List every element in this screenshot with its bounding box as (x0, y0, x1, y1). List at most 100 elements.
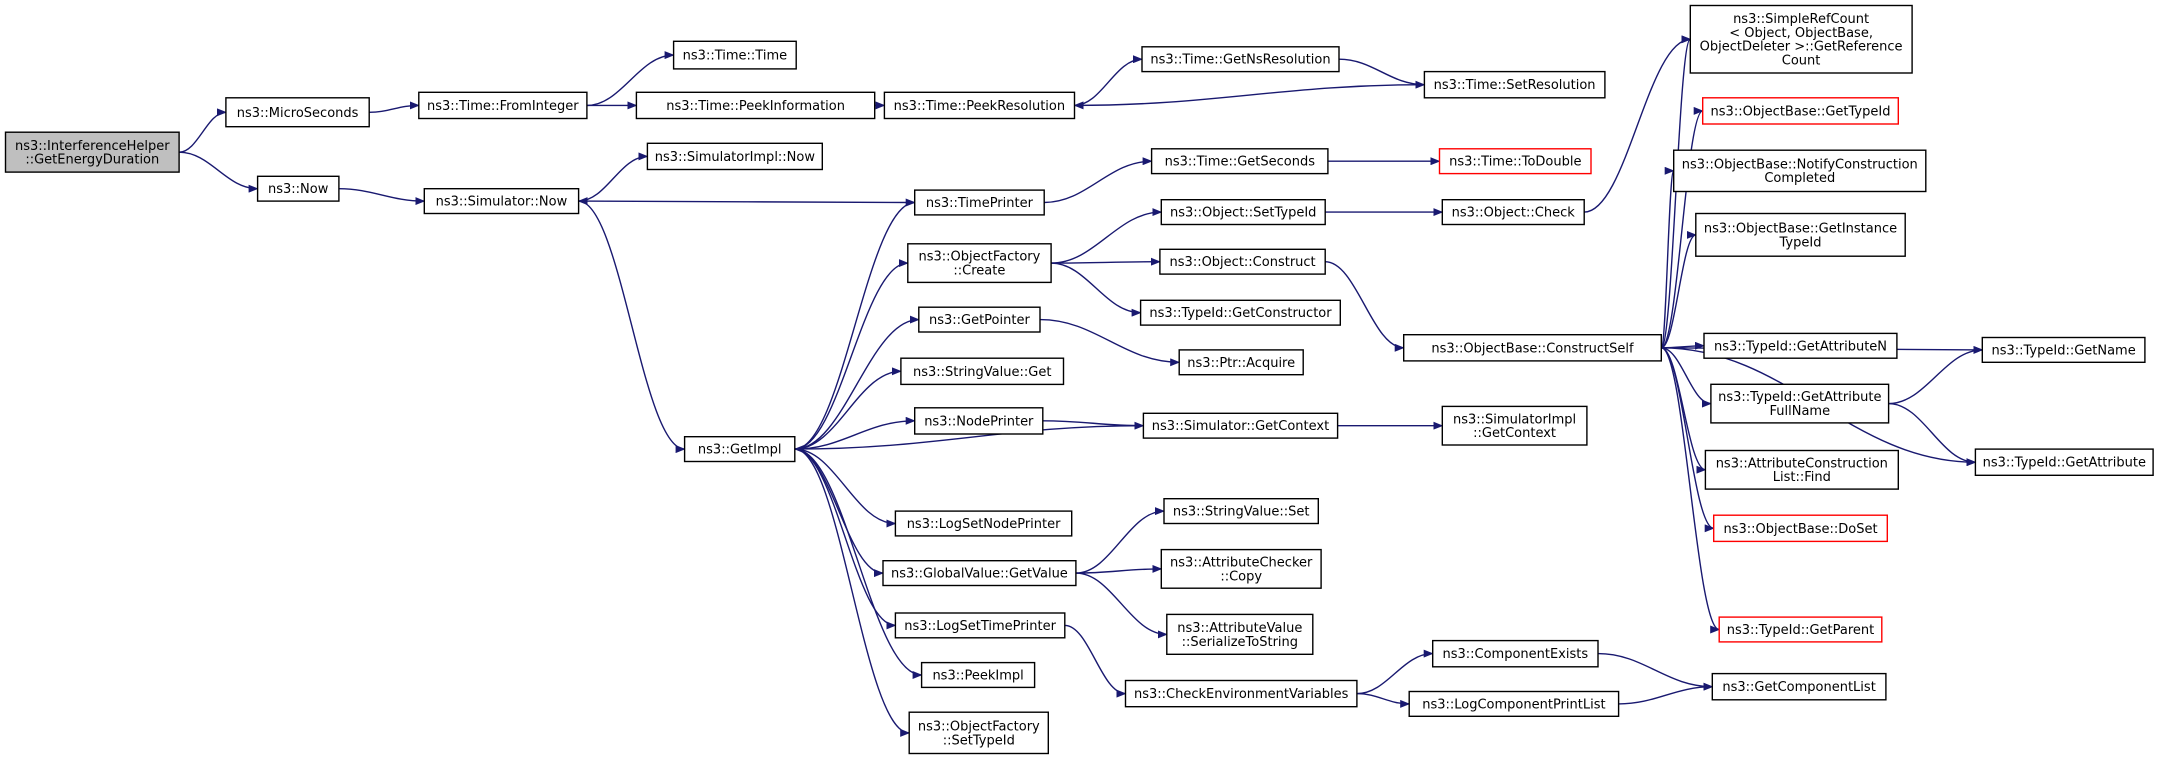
node-obgettype[interactable]: ns3::ObjectBase::GetTypeId (1701, 97, 1899, 125)
node-getattrn-label: ns3::TypeId::GetAttributeN (1714, 339, 1887, 354)
node-notify[interactable]: ns3::ObjectBase::NotifyConstructionCompl… (1672, 149, 1927, 193)
node-getimpl-label: ns3::GetImpl (698, 443, 782, 458)
node-getctor[interactable]: ns3::TypeId::GetConstructor (1139, 299, 1341, 326)
node-simnow-box (423, 187, 580, 215)
edge-checkenv-to-compexists (1356, 649, 1434, 695)
edge-compexists-to-getcomplist (1597, 652, 1714, 691)
node-setid[interactable]: ns3::Object::SetTypeId (1160, 198, 1326, 226)
node-micro-label: ns3::MicroSeconds (237, 106, 359, 121)
node-simnow[interactable]: ns3::Simulator::Now (423, 187, 580, 215)
edge-timeprinter-to-getseconds (1044, 157, 1153, 204)
node-getnsres[interactable]: ns3::Time::GetNsResolution (1141, 46, 1340, 73)
node-ofsettype-label: ::SetTypeId (943, 733, 1015, 748)
node-timeprinter-box (914, 189, 1045, 216)
node-ofcreate-label: ns3::ObjectFactory (918, 250, 1040, 265)
nodes-layer: ns3::InterferenceHelper::GetEnergyDurati… (4, 4, 2154, 755)
node-implnow[interactable]: ns3::SimulatorImpl::Now (646, 142, 824, 171)
edge-root-to-micro (178, 108, 227, 153)
node-gvget[interactable]: ns3::GlobalValue::GetValue (882, 560, 1077, 587)
node-peekimpl[interactable]: ns3::PeekImpl (920, 661, 1036, 689)
node-todouble[interactable]: ns3::Time::ToDouble (1438, 148, 1592, 175)
node-getcontext-box (1142, 412, 1339, 439)
node-implnow-label: ns3::SimulatorImpl::Now (655, 150, 816, 165)
node-nodeprinter-label: ns3::NodePrinter (924, 414, 1034, 429)
node-nodeprinter[interactable]: ns3::NodePrinter (914, 407, 1044, 435)
node-timetime[interactable]: ns3::Time::Time (672, 40, 797, 70)
node-strset-box (1163, 498, 1320, 525)
node-compexists[interactable]: ns3::ComponentExists (1431, 639, 1599, 668)
node-timeprinter[interactable]: ns3::TimePrinter (914, 189, 1045, 216)
node-acquire-box (1178, 349, 1304, 376)
edge-nodeprinter-to-getcontext (1042, 420, 1145, 430)
node-peekres[interactable]: ns3::Time::PeekResolution (883, 91, 1076, 120)
node-getcomplist[interactable]: ns3::GetComponentList (1711, 672, 1887, 701)
node-lognode[interactable]: ns3::LogSetNodePrinter (894, 510, 1073, 537)
node-logtime[interactable]: ns3::LogSetTimePrinter (894, 612, 1066, 639)
node-getimpl[interactable]: ns3::GetImpl (683, 436, 796, 463)
node-implctx[interactable]: ns3::SimulatorImpl::GetContext (1441, 405, 1588, 446)
edge-logtime-to-checkenv (1064, 624, 1127, 698)
edge-getpointer-to-acquire (1040, 318, 1181, 367)
edge-simnow-to-getimpl (578, 200, 686, 454)
node-timetime-box (672, 40, 797, 70)
node-getpointer[interactable]: ns3::GetPointer (918, 306, 1041, 333)
edge-fromint-to-timetime (586, 51, 675, 107)
node-logcomp[interactable]: ns3::LogComponentPrintList (1408, 690, 1620, 717)
node-setres[interactable]: ns3::Time::SetResolution (1423, 70, 1606, 99)
node-getname-label: ns3::TypeId::GetName (1991, 343, 2135, 358)
node-lognode-box (894, 510, 1073, 537)
node-now-label: ns3::Now (268, 182, 329, 197)
node-getcontext[interactable]: ns3::Simulator::GetContext (1142, 412, 1339, 439)
node-ofcreate[interactable]: ns3::ObjectFactory::Create (907, 243, 1052, 284)
node-construct[interactable]: ns3::Object::Construct (1159, 248, 1326, 275)
node-strset[interactable]: ns3::StringValue::Set (1163, 498, 1320, 525)
edge-ofcreate-to-getctor (1051, 262, 1142, 317)
node-checkenv[interactable]: ns3::CheckEnvironmentVariables (1124, 679, 1358, 708)
node-getname[interactable]: ns3::TypeId::GetName (1981, 336, 2146, 363)
node-refcount[interactable]: ns3::SimpleRefCount< Object, ObjectBase,… (1689, 4, 1913, 74)
node-avser[interactable]: ns3::AttributeValue::SerializeToString (1166, 613, 1314, 656)
node-doset-label: ns3::ObjectBase::DoSet (1723, 522, 1877, 537)
node-avser-label: ::SerializeToString (1182, 635, 1298, 650)
node-constructself[interactable]: ns3::ObjectBase::ConstructSelf (1402, 334, 1662, 362)
node-ofcreate-label: ::Create (953, 264, 1005, 279)
node-getctor-box (1139, 299, 1341, 326)
node-getattrn[interactable]: ns3::TypeId::GetAttributeN (1703, 332, 1898, 359)
node-getseconds[interactable]: ns3::Time::GetSeconds (1150, 148, 1329, 175)
node-root[interactable]: ns3::InterferenceHelper::GetEnergyDurati… (4, 131, 180, 173)
node-compexists-box (1431, 639, 1599, 668)
node-doset[interactable]: ns3::ObjectBase::DoSet (1712, 514, 1888, 543)
node-setres-box (1423, 70, 1606, 99)
node-getparent[interactable]: ns3::TypeId::GetParent (1718, 616, 1883, 643)
node-getcomplist-box (1711, 672, 1887, 701)
node-now[interactable]: ns3::Now (256, 175, 340, 202)
edge-constructself-to-refcount (1660, 35, 1692, 349)
node-peekinfo[interactable]: ns3::Time::PeekInformation (635, 91, 876, 120)
node-check[interactable]: ns3::Object::Check (1441, 198, 1585, 226)
node-timeprinter-label: ns3::TimePrinter (926, 196, 1034, 211)
node-fullname-box (1710, 383, 1890, 424)
node-micro[interactable]: ns3::MicroSeconds (225, 97, 370, 128)
node-fromint[interactable]: ns3::Time::FromInteger (418, 91, 588, 120)
node-logtime-label: ns3::LogSetTimePrinter (904, 619, 1056, 634)
node-ofsettype[interactable]: ns3::ObjectFactory::SetTypeId (908, 711, 1050, 755)
edge-getimpl-to-ofcreate (794, 259, 909, 450)
node-strget[interactable]: ns3::StringValue::Get (900, 357, 1065, 386)
node-check-box (1441, 198, 1585, 226)
node-acquire[interactable]: ns3::Ptr::Acquire (1178, 349, 1304, 376)
edge-getnsres-to-setres (1338, 58, 1426, 89)
node-getattr[interactable]: ns3::TypeId::GetAttribute (1974, 448, 2154, 477)
node-getcomplist-label: ns3::GetComponentList (1722, 680, 1875, 695)
node-getnsres-label: ns3::Time::GetNsResolution (1150, 53, 1330, 68)
node-implnow-box (646, 142, 824, 171)
node-simnow-label: ns3::Simulator::Now (436, 195, 568, 210)
node-fullname-label: ns3::TypeId::GetAttribute (1718, 390, 1881, 405)
node-getattrn-box (1703, 332, 1898, 359)
node-getpointer-label: ns3::GetPointer (929, 313, 1030, 328)
node-logcomp-box (1408, 690, 1620, 717)
node-accopy[interactable]: ns3::AttributeChecker::Copy (1160, 548, 1322, 589)
